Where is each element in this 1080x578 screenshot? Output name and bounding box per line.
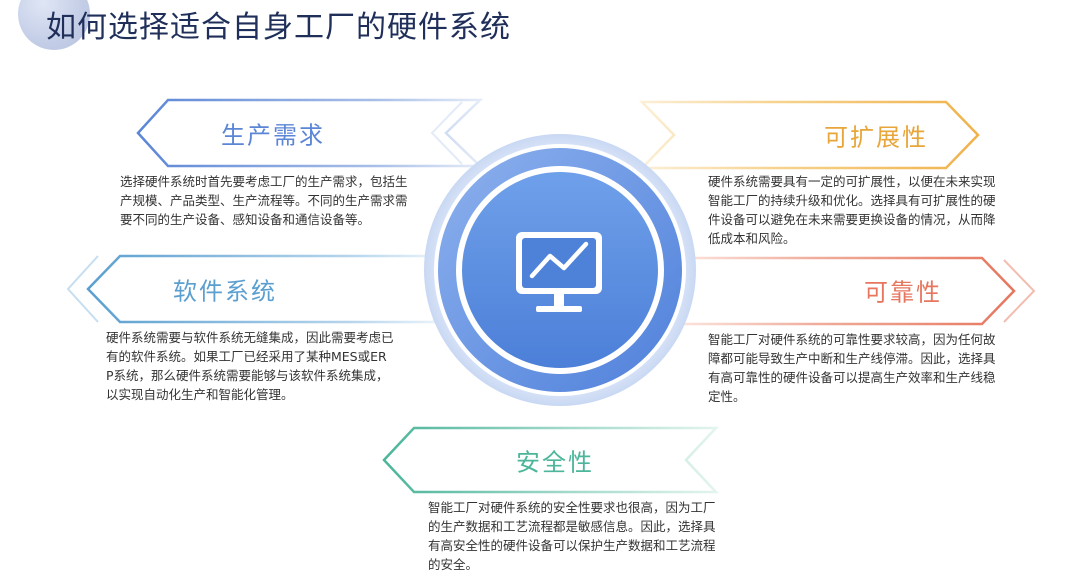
production-label: 生产需求: [221, 121, 325, 150]
center-circle: [424, 134, 696, 406]
software-description: 硬件系统需要与软件系统无缝集成，因此需要考虑已有的软件系统。如果工厂已经采用了某…: [106, 330, 394, 402]
security-label: 安全性: [516, 448, 594, 477]
security-banner: [382, 426, 719, 494]
security-description: 智能工厂对硬件系统的安全性要求也很高，因为工厂的生产数据和工艺流程都是敏感信息。…: [428, 500, 716, 572]
chart-monitor-icon: [516, 232, 602, 312]
scalability-description: 硬件系统需要具有一定的可扩展性，以便在未来实现智能工厂的持续升级和优化。选择具有…: [708, 174, 996, 246]
scalability-banner: [639, 100, 980, 170]
software-label: 软件系统: [173, 277, 277, 306]
reliability-description: 智能工厂对硬件系统的可靠性要求较高，因为任何故障都可能导致生产中断和生产线停滞。…: [708, 332, 996, 404]
reliability-label: 可靠性: [864, 278, 942, 307]
production-description: 选择硬件系统时首先要考虑工厂的生产需求，包括生产规模、产品类型、生产流程等。不同…: [120, 174, 408, 227]
reliability-banner: [680, 256, 1036, 326]
page-title: 如何选择适合自身工厂的硬件系统: [46, 10, 511, 45]
scalability-label: 可扩展性: [824, 123, 928, 152]
production-banner: [136, 98, 484, 168]
